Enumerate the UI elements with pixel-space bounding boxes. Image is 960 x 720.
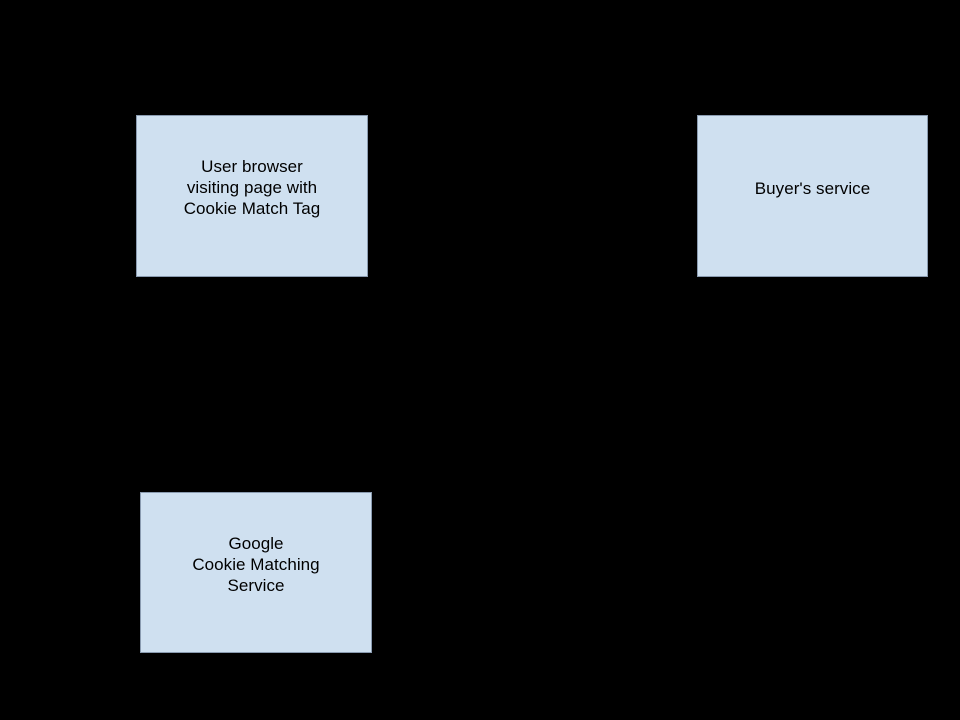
node-buyers-service-label: Buyer's service xyxy=(754,178,871,198)
node-buyers-service[interactable]: Buyer's service xyxy=(697,115,928,277)
node-google-cookie-matching[interactable]: Google Cookie Matching Service xyxy=(140,492,372,653)
edge-user-browser-to-google-cookie-matching xyxy=(255,277,256,492)
node-user-browser-label: User browser visiting page with Cookie M… xyxy=(183,156,321,218)
node-user-browser[interactable]: User browser visiting page with Cookie M… xyxy=(136,115,368,277)
edge-user-browser-to-buyers-service xyxy=(368,195,697,196)
node-google-cookie-matching-label: Google Cookie Matching Service xyxy=(192,534,320,595)
